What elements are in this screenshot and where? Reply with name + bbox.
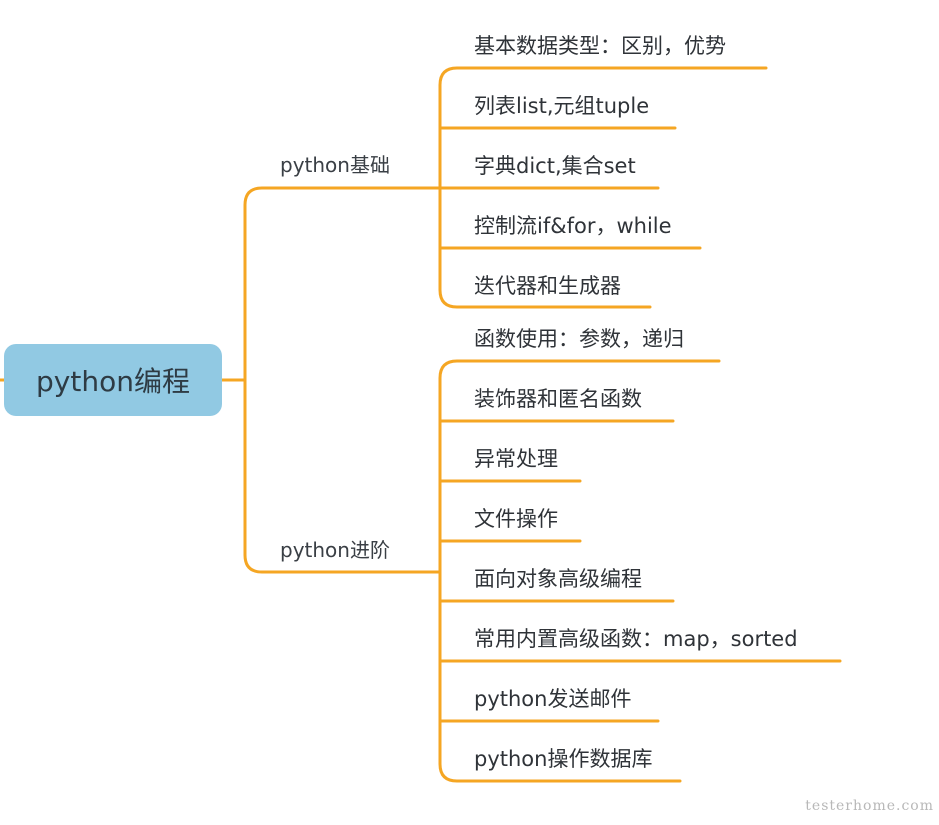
leaf-list-tuple[interactable]: 列表list,元组tuple bbox=[474, 94, 649, 118]
leaf-functions[interactable]: 函数使用：参数，递归 bbox=[474, 327, 684, 351]
branch-label-python-basics[interactable]: python基础 bbox=[280, 153, 390, 177]
branch-2-connector bbox=[438, 359, 842, 783]
root-node[interactable]: python编程 bbox=[4, 344, 222, 416]
root-node-label: python编程 bbox=[36, 365, 190, 398]
branch-1-connector bbox=[438, 66, 768, 309]
leaf-exception-handling[interactable]: 异常处理 bbox=[474, 447, 558, 471]
leaf-basic-data-types[interactable]: 基本数据类型：区别，优势 bbox=[474, 34, 726, 58]
leaf-database[interactable]: python操作数据库 bbox=[474, 747, 652, 771]
leaf-oop-advanced[interactable]: 面向对象高级编程 bbox=[474, 567, 642, 591]
leaf-iterators-generators[interactable]: 迭代器和生成器 bbox=[474, 274, 621, 298]
leaf-decorators-lambda[interactable]: 装饰器和匿名函数 bbox=[474, 387, 642, 411]
leaf-dict-set[interactable]: 字典dict,集合set bbox=[474, 154, 636, 178]
root-connector bbox=[220, 186, 442, 574]
leaf-builtin-functions[interactable]: 常用内置高级函数：map，sorted bbox=[474, 627, 798, 651]
leaf-send-email[interactable]: python发送邮件 bbox=[474, 687, 631, 711]
leaf-control-flow[interactable]: 控制流if&for，while bbox=[474, 214, 672, 238]
root-node-box bbox=[4, 344, 222, 416]
watermark-text: testerhome.com bbox=[805, 798, 934, 814]
branch-label-python-advanced[interactable]: python进阶 bbox=[280, 538, 390, 562]
leaf-file-operations[interactable]: 文件操作 bbox=[474, 507, 558, 531]
